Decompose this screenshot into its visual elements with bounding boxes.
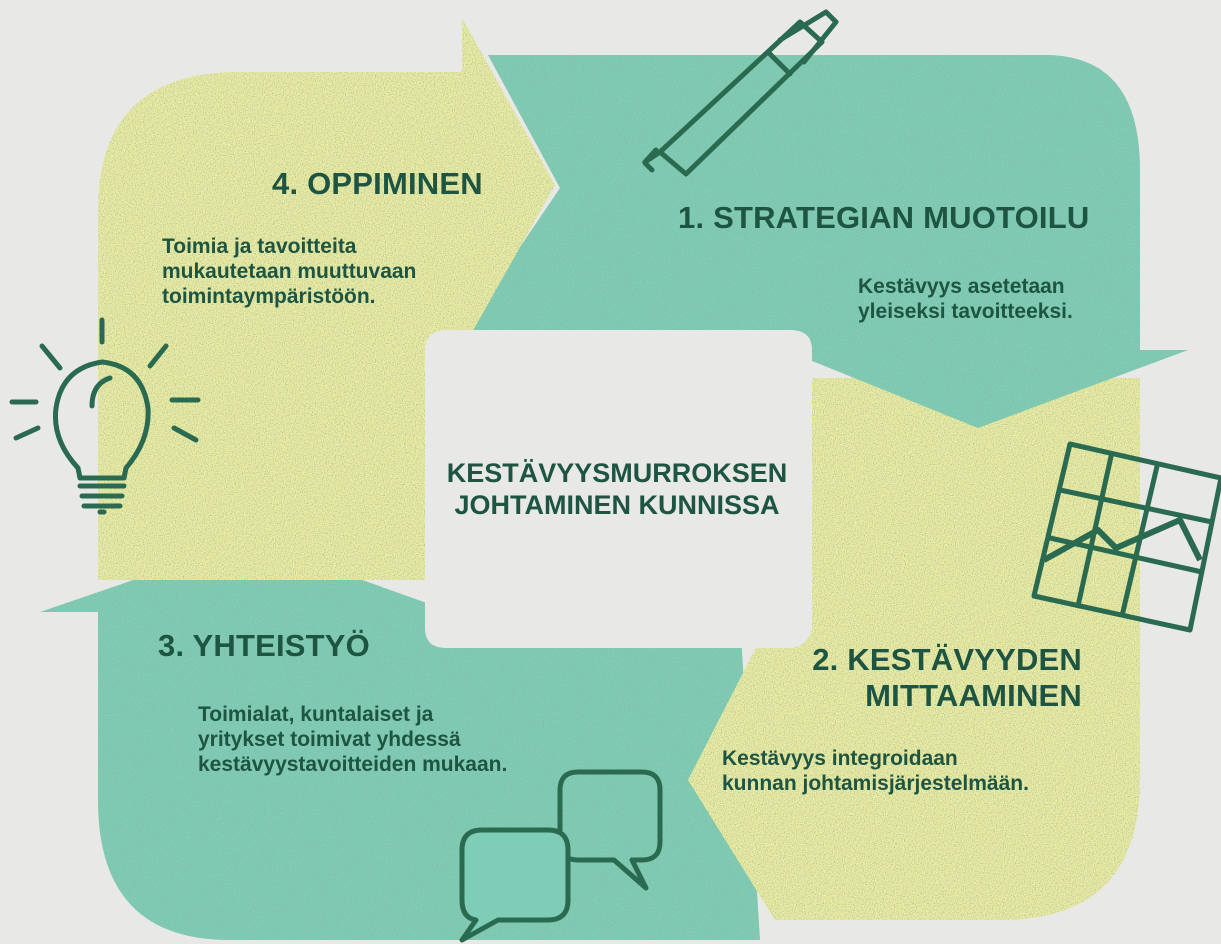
step-2-text: Kestävyys integroidaan kunnan johtamisjä… xyxy=(722,747,1029,795)
segment-2-mittaaminen xyxy=(688,378,1140,920)
speech-bubbles-icon xyxy=(459,769,663,943)
step-2-title: 2. KESTÄVYYDEN MITTAAMINEN xyxy=(812,642,1082,713)
segment-3-yhteistyo xyxy=(40,540,760,940)
line-chart-icon xyxy=(1031,441,1221,633)
step-4-title: 4. OPPIMINEN xyxy=(272,166,483,201)
step-3-title: 3. YHTEISTYÖ xyxy=(158,628,370,663)
pen-icon xyxy=(642,9,839,177)
step-4-text: Toimia ja tavoitteita mukautetaan muuttu… xyxy=(162,235,417,308)
step-3-text: Toimialat, kuntalaiset ja yritykset toim… xyxy=(198,703,508,776)
center-panel xyxy=(425,330,812,648)
step-1-text: Kestävyys asetetaan yleiseksi tavoitteek… xyxy=(858,275,1073,323)
light-bulb-icon xyxy=(9,317,201,515)
center-title: KESTÄVYYSMURROKSEN JOHTAMINEN KUNNISSA xyxy=(446,458,788,520)
segment-4-oppiminen xyxy=(98,18,555,580)
segment-1-strategia xyxy=(472,55,1188,428)
step-1-title: 1. STRATEGIAN MUOTOILU xyxy=(678,200,1090,235)
